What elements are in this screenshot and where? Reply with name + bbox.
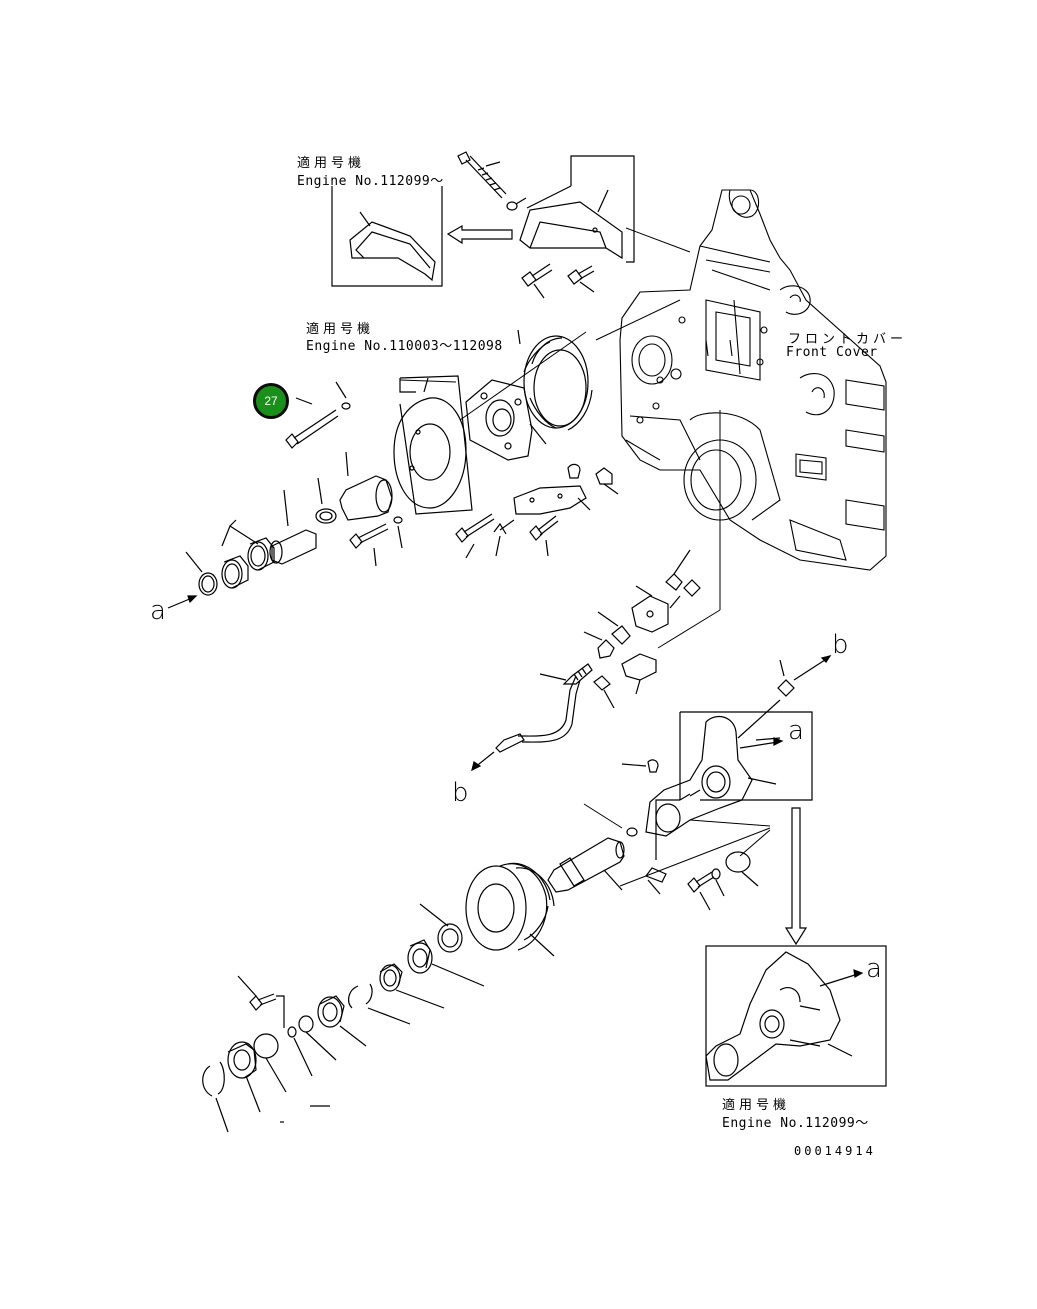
bolt-lower-left-upper <box>349 516 403 567</box>
long-bolt-top <box>457 151 527 211</box>
hollow-arrow-down <box>784 807 808 946</box>
top-bracket <box>519 189 623 260</box>
mid-note-en: Engine No.110003～112098 <box>306 339 503 354</box>
pulley-lower <box>465 862 555 957</box>
idler-plate <box>393 377 467 509</box>
fittings <box>583 549 701 709</box>
view-letter-a-left: a <box>150 596 166 626</box>
bottom-note-jp: 適用号機 <box>722 1098 791 1113</box>
top-note-en: Engine No.112099～ <box>297 174 444 189</box>
bottom-inset-box <box>705 945 887 1087</box>
callout-badge-27[interactable]: 27 <box>253 383 289 419</box>
arrow-b-lower <box>471 751 495 772</box>
leader-lines-cover <box>399 227 721 649</box>
view-letter-a-inset: a <box>866 954 882 984</box>
bottom-inset-bracket <box>705 951 853 1081</box>
lower-small-parts <box>645 851 759 911</box>
view-letter-b-bottom: b <box>452 778 469 808</box>
view-letter-b-top: b <box>832 630 849 660</box>
lower-leader-lines <box>583 803 771 887</box>
view-letter-a-bracket: a <box>788 716 804 746</box>
top-inset-box <box>331 186 443 287</box>
front-cover-jp: フロントカバー <box>788 332 908 347</box>
tensioner-arm <box>455 463 619 559</box>
front-cover-en: Front Cover <box>786 345 878 360</box>
drawing-code: 00014914 <box>794 1144 876 1158</box>
small-bolts-top <box>521 263 595 299</box>
idler-housing-upper <box>465 379 533 461</box>
pulley-large-upper <box>517 329 593 445</box>
bolt-lower-left <box>237 975 285 1028</box>
stub-shaft-upper <box>315 451 393 524</box>
lower-bracket-box <box>655 711 813 860</box>
lower-bracket <box>621 715 781 837</box>
front-cover <box>619 189 887 571</box>
shaft-lower <box>547 827 638 893</box>
idler-plate-box <box>399 375 473 515</box>
callout-number: 27 <box>264 394 278 408</box>
mid-note-jp: 適用号機 <box>306 322 375 337</box>
bolt-b-top <box>737 655 832 739</box>
bolt-callout-27 <box>285 381 351 449</box>
oil-line <box>495 663 593 753</box>
bushing-upper <box>269 489 317 565</box>
arrow-a-upper <box>167 595 198 609</box>
bearing-end-lower <box>202 1033 330 1133</box>
bottom-note-en: Engine No.112099～ <box>722 1116 869 1131</box>
snap-ring-upper <box>185 551 218 596</box>
bearings-upper <box>221 519 275 589</box>
hollow-arrow-left <box>446 224 513 245</box>
top-note-jp: 適用号機 <box>297 156 366 171</box>
arrow-a-bracket <box>739 737 784 749</box>
bearing-seals-lower <box>287 903 485 1077</box>
arrow-a-inset <box>819 969 864 987</box>
top-inset-bracket <box>349 211 436 282</box>
top-bracket-box <box>526 155 635 263</box>
